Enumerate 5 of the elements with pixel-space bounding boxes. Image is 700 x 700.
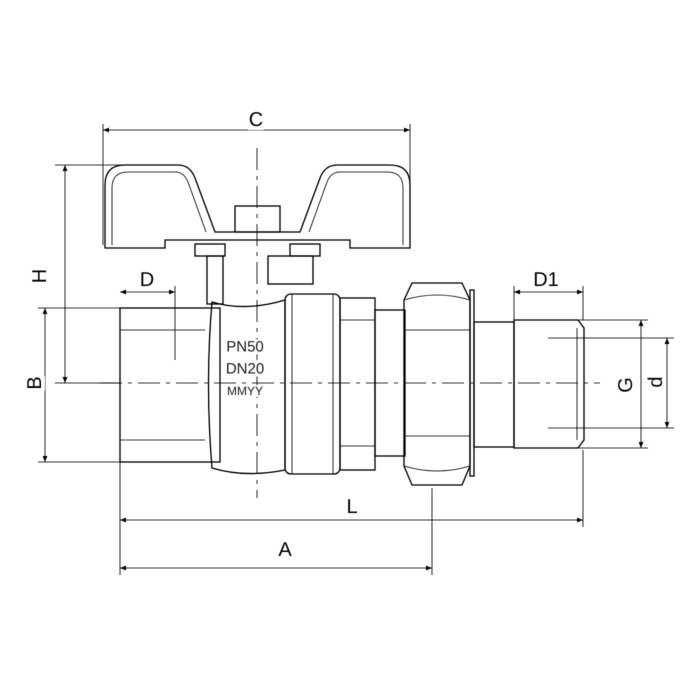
body-marking: DN20 — [226, 362, 264, 376]
body-marking: MMYY — [227, 385, 263, 397]
body-marking: PN50 — [226, 340, 264, 354]
dimension-label: C — [248, 110, 264, 130]
dimension-label: B — [25, 375, 45, 391]
